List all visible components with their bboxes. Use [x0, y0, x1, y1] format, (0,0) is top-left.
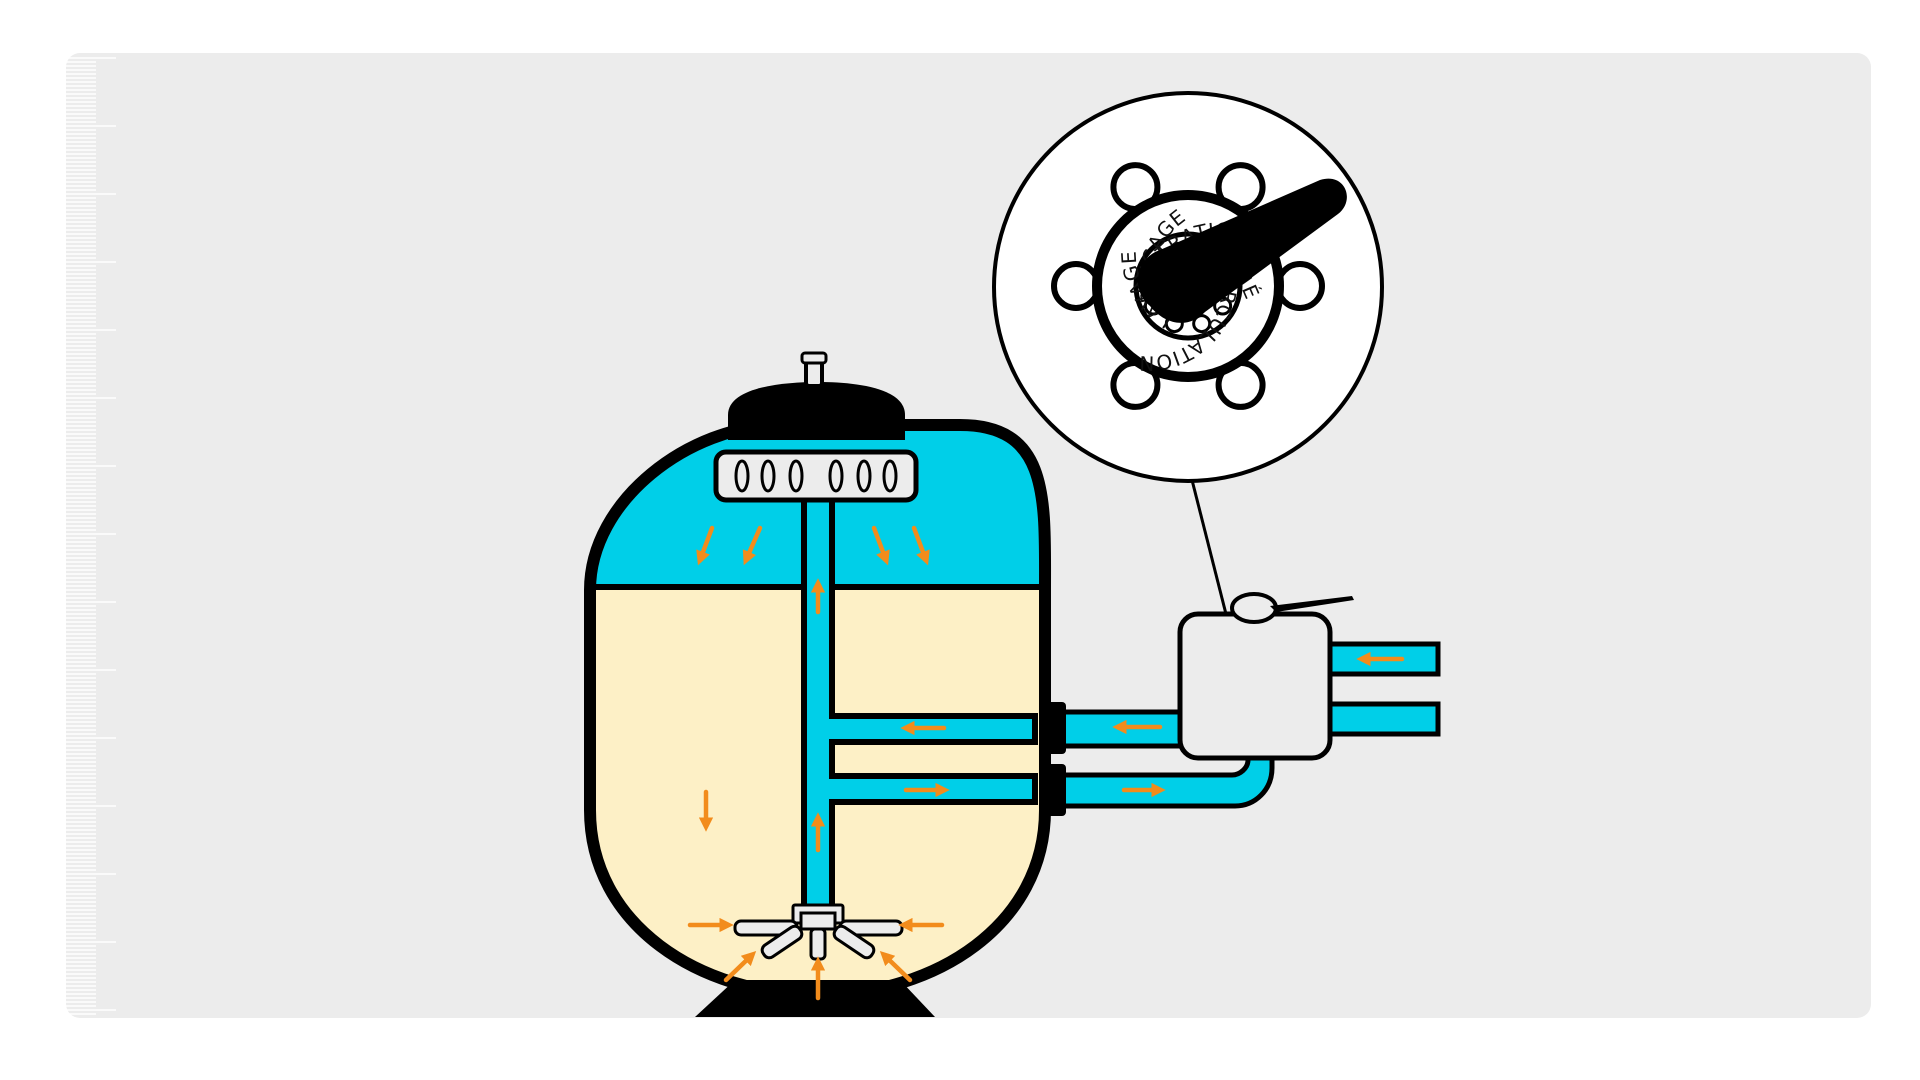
valve-handle-small — [1270, 596, 1354, 612]
external-plumbing — [1040, 592, 1441, 816]
top-diffuser — [713, 449, 919, 503]
flow-arrow — [911, 525, 930, 566]
flow-arrow — [696, 525, 715, 566]
flow-arrow — [723, 951, 757, 983]
flow-arrows — [687, 525, 1405, 1001]
diffuser-slot — [856, 459, 872, 493]
diffuser-slot — [760, 459, 776, 493]
dial-bolt-lobe — [1051, 261, 1101, 311]
air-bleed-cap — [800, 351, 828, 365]
diffuser-slot — [882, 459, 898, 493]
tank-shell — [584, 419, 1052, 1002]
dial-inner-hole — [1192, 314, 1212, 334]
diffuser-slot — [788, 459, 804, 493]
tank-lid — [728, 382, 905, 440]
callout-leader-line — [1190, 479, 1228, 615]
dial-bolt-lobes — [1051, 162, 1325, 410]
tank-union-lower — [1040, 764, 1066, 816]
flow-arrow — [879, 951, 913, 983]
bottom-collector — [733, 903, 904, 961]
filter-tank — [584, 351, 1052, 1017]
valve-top-knob — [1230, 592, 1278, 624]
dial-handle — [1137, 178, 1347, 323]
valve-dial-callout: FILTRATION FERMÉ RECIRCULATION LAVAGE RI… — [992, 91, 1384, 483]
diffuser-slot — [734, 459, 750, 493]
dial-bolt-lobe — [1275, 261, 1325, 311]
tank-union-upper — [1040, 702, 1066, 754]
lateral-center — [809, 927, 827, 961]
multiport-valve-body — [1177, 611, 1333, 761]
ruler-ticks — [66, 57, 116, 1015]
flow-arrow — [742, 525, 763, 566]
tank-base — [695, 980, 935, 1017]
pump-inlet-pipe — [1317, 701, 1441, 737]
flow-arrow — [871, 525, 890, 566]
diffuser-slots — [734, 459, 898, 493]
diffuser-slot — [828, 459, 844, 493]
